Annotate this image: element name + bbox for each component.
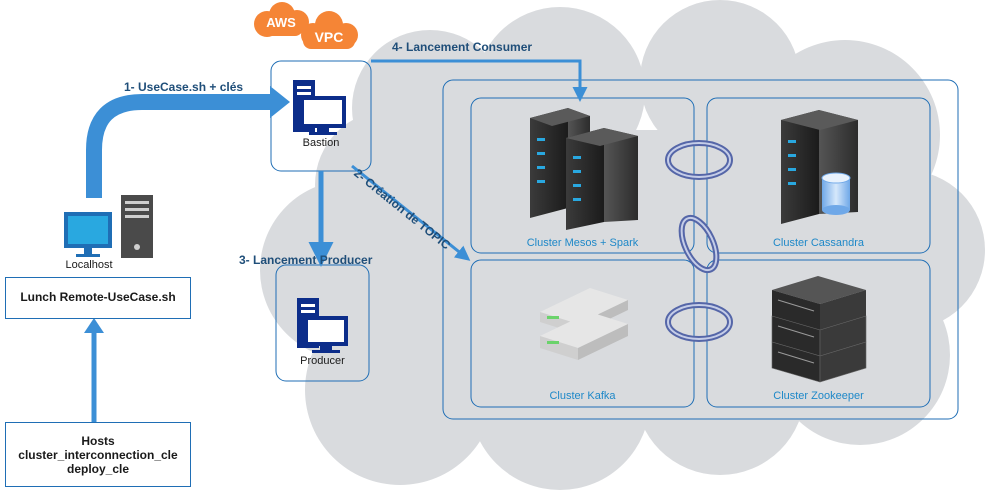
server-stack-icon-zookeeper [771, 276, 867, 383]
cluster-kafka-box [470, 259, 695, 408]
arrow-step1 [86, 94, 272, 198]
cluster-zookeeper-label: Cluster Zookeeper [773, 390, 864, 402]
step4-label: 4- Lancement Consumer [392, 40, 533, 54]
workstation-icon-producer [297, 298, 348, 353]
step1-label: 1- UseCase.sh + clés [124, 80, 244, 94]
cluster-zookeeper-box [706, 259, 931, 408]
ring-link-kafka-zookeeper [665, 302, 733, 342]
vpc-badge-label: VPC [314, 29, 344, 45]
cluster-kafka-label: Cluster Kafka [549, 390, 616, 402]
lunch-box: Lunch Remote-UseCase.sh [5, 277, 191, 319]
arrow-step4 [371, 59, 588, 102]
workstation-icon-bastion [293, 80, 346, 135]
tower-icon [121, 195, 153, 258]
ring-link-mesos-cassandra [665, 140, 733, 180]
cluster-mesos-label: Cluster Mesos + Spark [526, 237, 639, 249]
aws-badge-label: AWS [266, 15, 296, 30]
arrow-step1-head [270, 86, 290, 118]
hosts-title: Hosts [81, 434, 115, 448]
clusters-container [442, 79, 959, 420]
aws-vpc-badge [254, 2, 358, 49]
producer-label: Producer [300, 355, 345, 367]
localhost-label: Localhost [65, 259, 113, 271]
ring-link-vertical [678, 214, 720, 274]
database-icon [821, 172, 851, 215]
hosts-key-deploy: deploy_cle [66, 462, 130, 476]
step3-label: 3- Lancement Producer [239, 253, 373, 267]
cluster-cassandra-label: Cluster Cassandra [772, 237, 865, 249]
hosts-box: Hosts cluster_interconnection_cle deploy… [5, 422, 191, 487]
hosts-key-interconnection: cluster_interconnection_cle [18, 448, 178, 462]
arrow-hosts-head [84, 318, 104, 333]
bastion-label: Bastion [302, 137, 340, 149]
server-rack-icon-mesos-2 [566, 128, 638, 230]
lunch-label: Lunch Remote-UseCase.sh [20, 290, 176, 304]
server-unit-icon-kafka [540, 288, 628, 360]
arrow-step2 [351, 164, 471, 261]
monitor-icon [64, 212, 112, 257]
